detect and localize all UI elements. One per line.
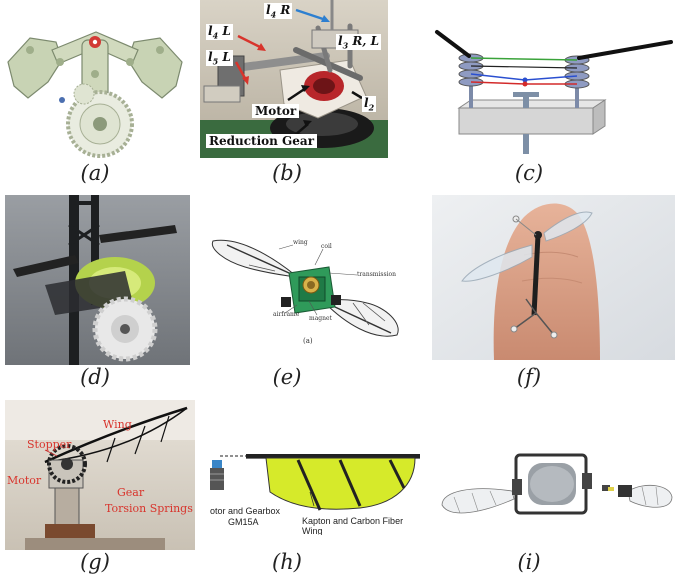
label-motor-gearbox-line2: GM15A <box>228 517 259 527</box>
panel-f-image <box>432 195 675 360</box>
label-l4-l: l4 L <box>206 24 233 41</box>
label-magnet: magnet <box>309 315 332 322</box>
label-gear: Gear <box>117 486 145 499</box>
panel-c-image <box>425 20 675 155</box>
label-stopper: Stopper <box>27 438 72 451</box>
panel-a-image <box>0 20 190 160</box>
label-torsion-springs: Torsion Springs <box>105 502 193 515</box>
label-coil: coil <box>321 243 332 250</box>
label-transmission: transmission <box>357 271 396 278</box>
label-l3-rl: l3 R, L <box>336 34 382 51</box>
label-l4-r: l4 R <box>264 3 293 20</box>
panel-e-image: wing coil transmission airframe magnet (… <box>205 215 405 360</box>
label-l5-l: l5 L <box>206 50 233 67</box>
caption-b: (b) <box>272 161 302 185</box>
caption-h: (h) <box>272 550 302 574</box>
label-sub-a: (a) <box>303 337 313 345</box>
caption-f: (f) <box>516 365 542 389</box>
label-motor-gearbox: otor and Gearbox GM15A <box>210 506 280 528</box>
panel-g-image: Stopper Wing Motor Gear Torsion Springs <box>5 400 195 550</box>
label-kapton-wing: Kapton and Carbon Fiber Wing <box>302 516 404 535</box>
caption-c: (c) <box>514 161 544 185</box>
caption-i: (i) <box>517 550 541 574</box>
label-motor-gearbox-line1: otor and Gearbox <box>210 506 281 516</box>
label-wing-e: wing <box>293 239 308 246</box>
caption-g: (g) <box>80 550 110 574</box>
label-reduction-gear: Reduction Gear <box>206 134 318 148</box>
label-l2: l2 <box>362 96 377 113</box>
caption-e: (e) <box>272 365 302 389</box>
caption-a: (a) <box>80 161 110 185</box>
label-motor: Motor <box>252 104 300 118</box>
panel-h-image: otor and Gearbox GM15A Kapton and Carbon… <box>210 440 420 535</box>
label-airframe: airframe <box>273 311 300 318</box>
label-wing-g: Wing <box>103 418 132 431</box>
caption-d: (d) <box>80 365 110 389</box>
label-motor-g: Motor <box>7 474 42 487</box>
panel-i-image <box>432 435 675 530</box>
panel-b-image: l4 R l4 L l5 L l3 R, L l2 Motor Reductio… <box>200 0 388 158</box>
panel-d-image <box>5 195 190 365</box>
